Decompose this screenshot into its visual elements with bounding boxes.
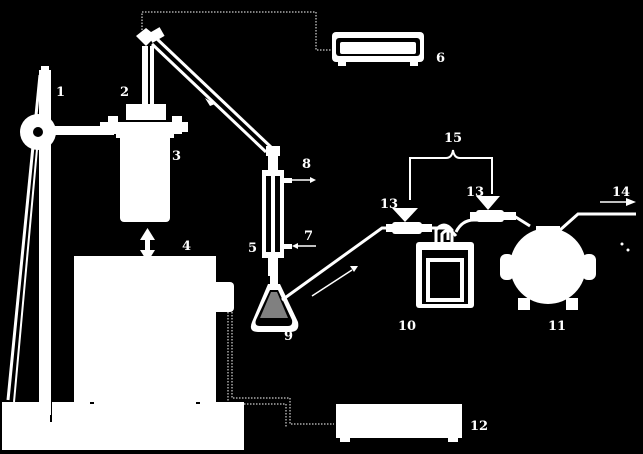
bracket-15: [409, 149, 493, 170]
temperature-controller-6: [332, 32, 424, 66]
label-11: 11: [548, 319, 566, 334]
cold-trap-10: [416, 223, 474, 308]
label-2: 2: [120, 85, 129, 100]
coolant-in-arrow: [292, 243, 316, 249]
clamp: [20, 114, 188, 150]
trap-out-pipe: [454, 218, 482, 233]
label-6: 6: [436, 51, 445, 66]
label-8: 8: [302, 157, 311, 172]
exhaust-pipe: [559, 212, 636, 232]
receiving-flask: [250, 276, 299, 332]
base-plate: [2, 402, 244, 450]
vacuum-pump-11: [500, 226, 596, 310]
bracket-15-legs: [409, 170, 493, 200]
droplet: [626, 248, 630, 252]
label-1: 1: [56, 85, 65, 100]
vacuum-line-1: [281, 226, 392, 302]
coolant-out-arrow: [292, 177, 316, 183]
label-10: 10: [398, 319, 416, 334]
label-3: 3: [172, 149, 181, 164]
label-13-right: 13: [466, 185, 484, 200]
controller-wire-6: [141, 11, 332, 51]
valve-to-pump-pipe: [513, 214, 531, 228]
data-recorder-12: [336, 404, 462, 442]
top-valve: [136, 27, 165, 46]
reactor-vessel: [116, 46, 174, 222]
label-13-left: 13: [380, 197, 398, 212]
recorder-wire-12: [231, 312, 334, 425]
condenser: [262, 154, 292, 276]
transfer-tube: [150, 36, 280, 156]
label-7: 7: [304, 229, 313, 244]
label-14: 14: [612, 185, 630, 200]
furnace: [74, 256, 234, 414]
exhaust-arrow-14: [600, 198, 636, 206]
label-4: 4: [182, 239, 191, 254]
valve-13-right: [470, 196, 516, 222]
valve-13-left: [386, 208, 432, 234]
label-5: 5: [248, 241, 257, 256]
droplet: [620, 242, 624, 246]
label-12: 12: [470, 419, 488, 434]
label-15: 15: [444, 131, 462, 146]
label-9: 9: [284, 329, 293, 344]
recorder-wire-12b: [227, 312, 287, 428]
